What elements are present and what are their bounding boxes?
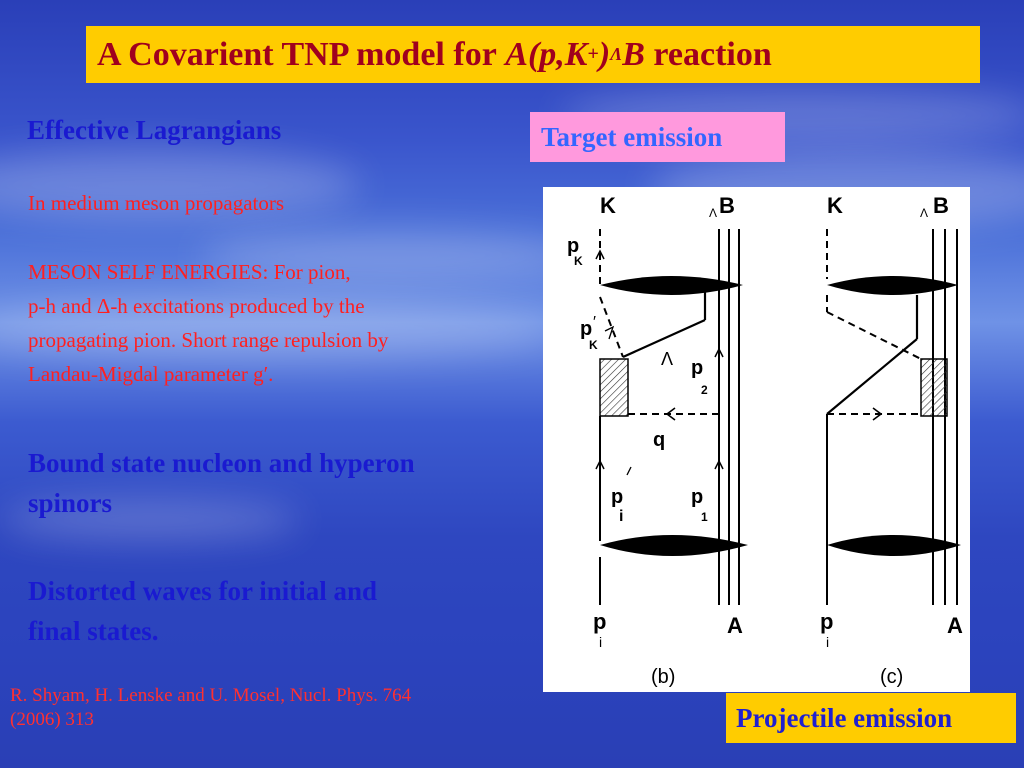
diagram-svg: K Λ B p K p K ′	[567, 193, 963, 688]
c-label-bottom-p: p	[820, 609, 833, 634]
title-prefix: A Covarient TNP model for	[97, 35, 497, 73]
b-label-lambda-sub: Λ	[709, 206, 717, 220]
meson-self-energies-text: MESON SELF ENERGIES: For pion, p-h and Δ…	[28, 255, 388, 391]
b-label-prime: ′	[593, 314, 596, 331]
target-emission-label: Target emission	[530, 112, 785, 162]
projectile-emission-label: Projectile emission	[726, 693, 1016, 743]
b-vertex-box	[599, 358, 629, 417]
c-label-lambda-sub: Λ	[920, 206, 928, 220]
title-reaction-A: A(p,K	[505, 35, 588, 73]
distorted-waves-heading: Distorted waves for initial and final st…	[28, 571, 377, 651]
title-reaction-close: )	[598, 35, 611, 73]
distorted-line-1: Distorted waves for initial and	[28, 576, 377, 606]
meson-line-4: Landau-Migdal parameter g′.	[28, 362, 274, 386]
b-lower-blob	[600, 535, 748, 556]
b-label-bottom-p: p	[593, 609, 606, 634]
in-medium-text: In medium meson propagators	[28, 191, 285, 215]
b-label-p2-p: p	[691, 357, 703, 379]
title-reaction-lambda: Λ	[610, 44, 623, 64]
b-caption: (b)	[651, 666, 675, 688]
title-suffix: reaction	[653, 35, 772, 73]
bound-state-line-2: spinors	[28, 488, 113, 518]
title-reaction-B: B	[622, 35, 645, 73]
title-reaction-plus: +	[587, 43, 599, 65]
meson-line-2: p-h and Δ-h excitations produced by the	[28, 294, 365, 318]
c-label-B: B	[933, 193, 949, 218]
bound-state-line-1: Bound state nucleon and hyperon	[28, 448, 415, 478]
meson-line-3: propagating pion. Short range repulsion …	[28, 328, 389, 352]
c-upper-blob	[827, 276, 958, 295]
b-label-pK-p: p	[567, 235, 579, 257]
meson-line-1: MESON SELF ENERGIES: For pion,	[28, 260, 351, 284]
c-vertex-box	[920, 358, 948, 417]
reference-line-1: R. Shyam, H. Lenske and U. Mosel, Nucl. …	[10, 685, 412, 706]
diagram-b: K Λ B p K p K ′	[567, 193, 748, 688]
c-caption: (c)	[880, 666, 903, 688]
b-label-p1-p: p	[691, 486, 703, 508]
reference-citation: R. Shyam, H. Lenske and U. Mosel, Nucl. …	[10, 684, 560, 732]
b-label-p1-sub: 1	[701, 510, 708, 524]
b-label-pi-p: p	[611, 486, 623, 508]
b-label-q: q	[653, 429, 665, 451]
b-label-p2-sub: 2	[701, 383, 708, 397]
reference-line-2: (2006) 313	[10, 709, 94, 730]
distorted-line-2: final states.	[28, 616, 159, 646]
bound-state-heading: Bound state nucleon and hyperon spinors	[28, 443, 415, 523]
b-label-B: B	[719, 193, 735, 218]
b-label-A: A	[727, 613, 743, 638]
b-label-Lambda: Λ	[661, 349, 673, 369]
c-label-K: K	[827, 193, 843, 218]
c-label-bottom-sub: i	[826, 634, 829, 650]
b-upper-blob	[600, 276, 743, 295]
c-lower-blob	[827, 535, 961, 556]
b-label-pK2-p: p	[580, 318, 592, 340]
feynman-diagram: K Λ B p K p K ′	[543, 187, 970, 692]
c-label-A: A	[947, 613, 963, 638]
b-label-pK2-sub: K	[589, 338, 598, 352]
b-label-pi-sub: i	[619, 508, 623, 525]
diagram-c: K Λ B p	[820, 193, 963, 688]
b-label-K: K	[600, 193, 616, 218]
b-label-bottom-sub: i	[599, 634, 602, 650]
effective-lagrangians-heading: Effective Lagrangians	[27, 115, 282, 145]
b-label-pK-sub: K	[574, 254, 583, 268]
